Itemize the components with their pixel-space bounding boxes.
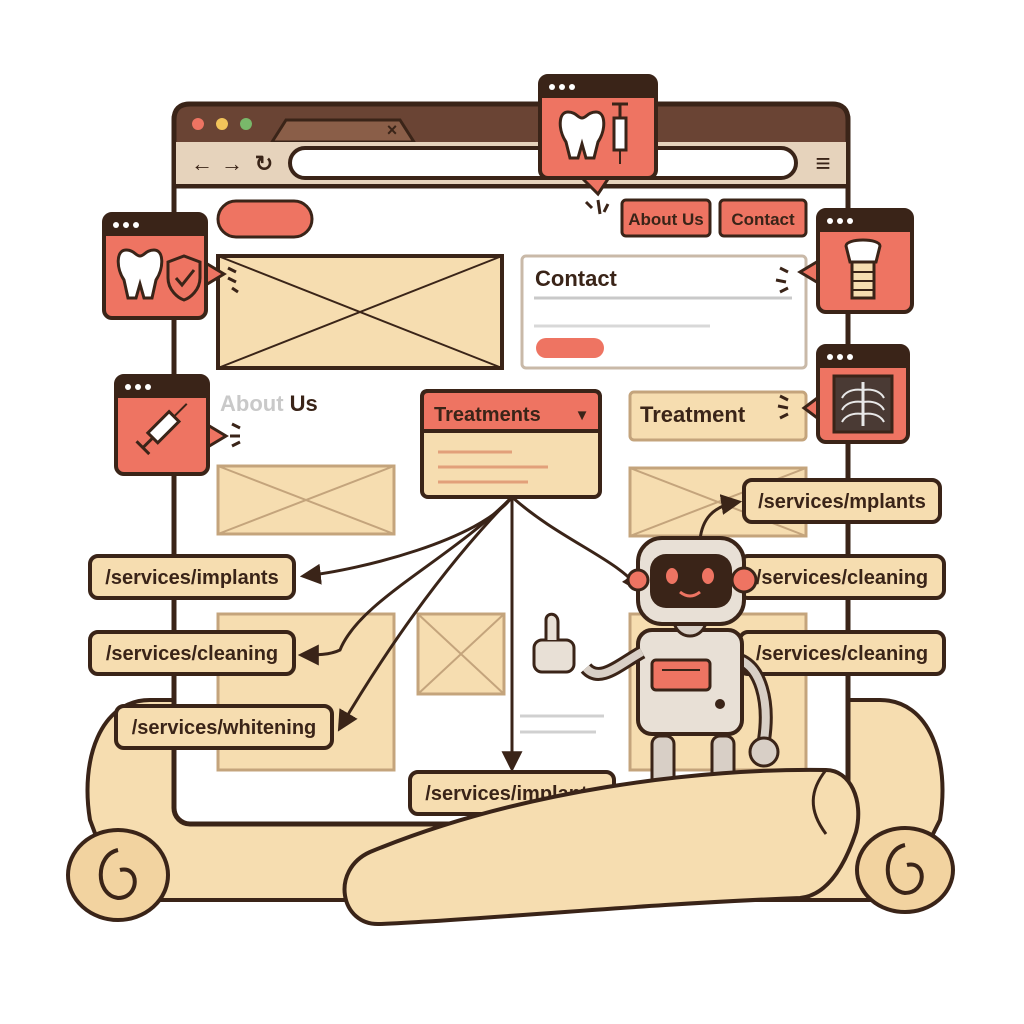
reload-icon[interactable]: ↻ <box>255 151 273 176</box>
close-dot-icon[interactable] <box>192 118 204 130</box>
route-text: /services/cleaning <box>756 567 928 589</box>
route-label-implants-left[interactable] <box>88 554 296 600</box>
chevron-down-icon: ▼ <box>575 407 590 424</box>
implant-popup <box>797 208 914 314</box>
robot-icon <box>532 536 780 802</box>
treatments-dropdown-label: Treatments <box>434 404 541 426</box>
back-icon[interactable]: ← <box>191 151 213 176</box>
implant-icon <box>844 238 882 300</box>
tooth-icon <box>116 248 164 300</box>
contact-nav-button[interactable] <box>718 198 808 238</box>
route-label-mplants-right[interactable] <box>742 478 942 524</box>
route-text: /services/cleaning <box>106 643 278 665</box>
treatments-dropdown[interactable] <box>420 389 602 499</box>
route-text: /services/implants <box>105 567 278 589</box>
contact-submit-button[interactable] <box>536 338 604 358</box>
spark-marks <box>227 199 789 448</box>
about-us-nav-label: About Us <box>628 210 704 229</box>
treatment-card-title: Treatment <box>640 402 746 427</box>
route-arrows <box>297 494 743 773</box>
logo-pill[interactable] <box>216 199 314 239</box>
treatment-card[interactable] <box>628 390 808 442</box>
tooth-syringe-popup <box>538 74 658 197</box>
route-text: /services/cleaning <box>756 643 928 665</box>
scroll-front <box>342 767 861 927</box>
content-image-placeholder-center <box>416 612 506 696</box>
thumbs-up-icon <box>532 612 576 674</box>
contact-nav-label: Contact <box>731 210 795 229</box>
route-text: /services/mplants <box>758 491 926 513</box>
tooth-icon <box>558 110 606 160</box>
hero-image-placeholder <box>216 254 504 370</box>
syringe-popup <box>114 374 229 476</box>
syringe-icon <box>612 102 628 164</box>
minimize-dot-icon[interactable] <box>216 118 228 130</box>
xray-popup <box>801 344 910 444</box>
about-image-placeholder <box>216 464 396 536</box>
forward-icon[interactable]: → <box>221 151 243 176</box>
xray-icon <box>832 374 894 434</box>
route-label-whitening-left[interactable] <box>114 704 334 750</box>
route-label-cleaning-left[interactable] <box>88 630 296 676</box>
contact-card-title: Contact <box>535 266 618 291</box>
tab-close-icon[interactable]: × <box>387 120 398 140</box>
tooth-shield-popup <box>102 212 227 320</box>
shield-icon <box>166 254 202 302</box>
about-us-nav-button[interactable] <box>620 198 712 238</box>
about-us-heading: About Us <box>220 391 318 416</box>
contact-card <box>520 254 808 370</box>
syringe-icon <box>135 403 188 456</box>
menu-icon[interactable]: ≡ <box>815 148 830 178</box>
route-text: /services/whitening <box>132 717 317 739</box>
maximize-dot-icon[interactable] <box>240 118 252 130</box>
